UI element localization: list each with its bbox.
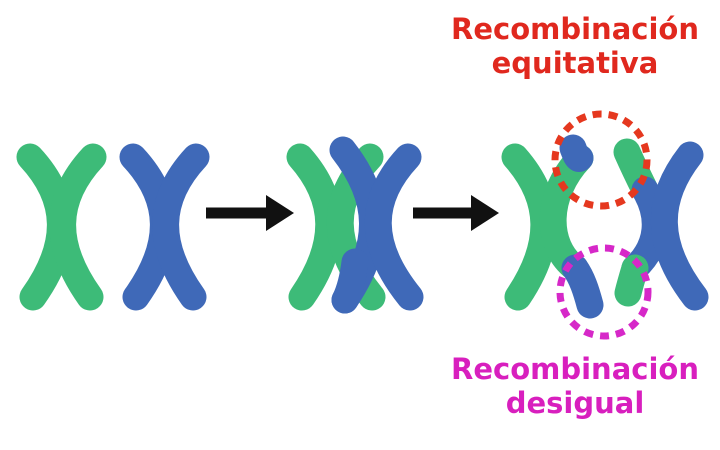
unequal-label-line1: Recombinación [451, 352, 699, 386]
equal-label-line2: equitativa [491, 46, 659, 81]
arrow-right-icon [413, 195, 499, 231]
chromosome-blue-stage3 [613, 138, 709, 311]
equal-recombination-circle [551, 110, 651, 210]
chromosome-green-stage1 [16, 143, 107, 311]
unequal-recombination-circle [556, 244, 652, 340]
arrow-right-icon [206, 195, 294, 231]
chromosome-blue-stage1 [119, 143, 210, 311]
unequal-label-line2: desigual [505, 386, 645, 421]
equal-label-line1: Recombinación [451, 12, 699, 46]
chromosome-green-stage3 [501, 134, 604, 319]
equal-recombination-label: Recombinación equitativa [440, 12, 710, 80]
crossover-segment [331, 248, 369, 314]
unequal-recombination-label: Recombinación desigual [440, 352, 710, 420]
